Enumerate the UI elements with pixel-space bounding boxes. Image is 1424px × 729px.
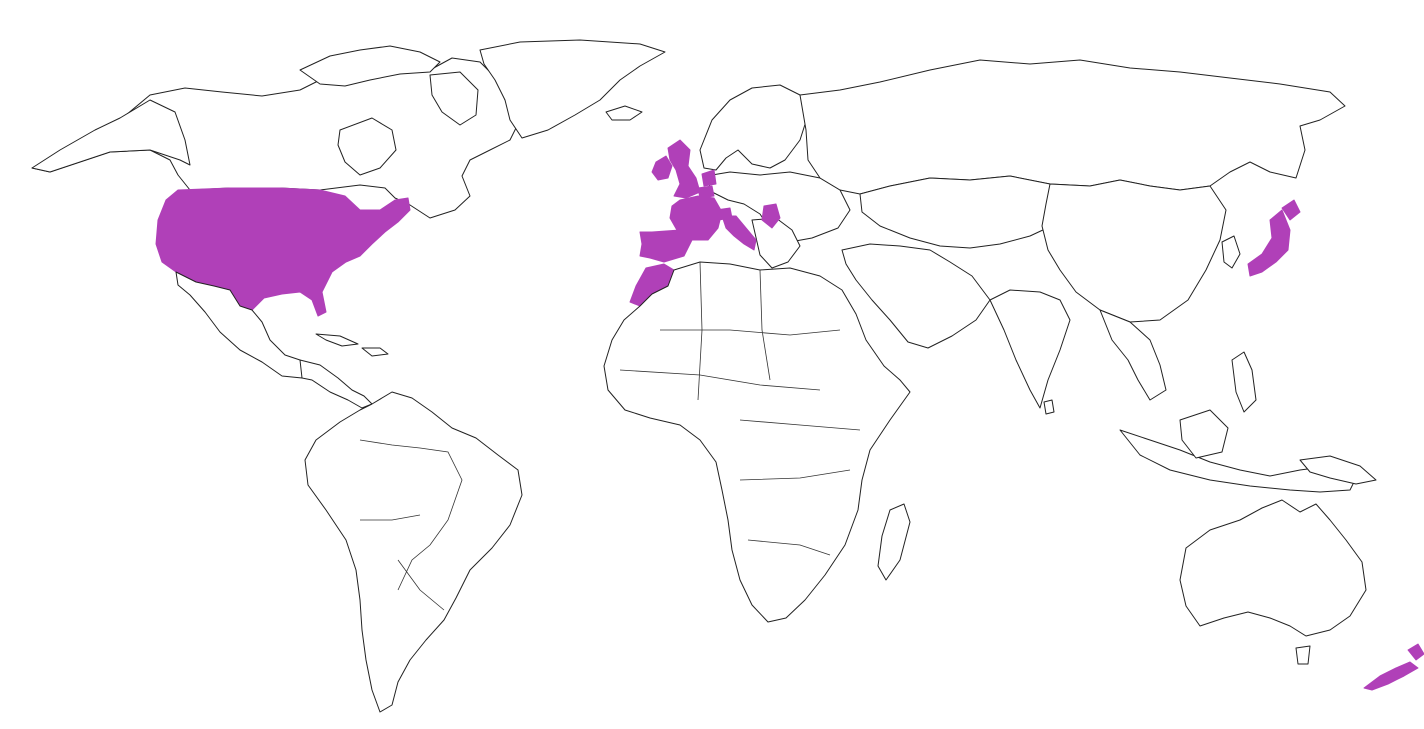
hudson-bay: [337, 117, 397, 176]
brazil-border: [359, 439, 463, 611]
south-america: [304, 391, 523, 713]
hispaniola: [361, 347, 389, 357]
serbia: [761, 203, 781, 229]
africa: [603, 261, 911, 623]
russia: [799, 59, 1346, 195]
middle-east: [841, 243, 991, 349]
spain: [649, 229, 693, 263]
italy: [721, 215, 757, 251]
alaska: [31, 99, 191, 173]
korea: [1221, 235, 1241, 269]
canada: [31, 57, 521, 219]
tasmania: [1295, 645, 1311, 665]
netherlands: [701, 169, 717, 187]
united-kingdom: [667, 139, 701, 199]
japan: [1247, 209, 1291, 277]
portugal: [639, 231, 655, 259]
southeast-asia: [1099, 309, 1167, 401]
sri-lanka: [1043, 399, 1055, 415]
africa-borders: [619, 261, 861, 556]
new-zealand-north: [1407, 643, 1424, 661]
hokkaido: [1281, 199, 1301, 221]
greenland: [479, 39, 666, 139]
philippines: [1231, 351, 1257, 413]
australia: [1179, 499, 1367, 637]
india: [989, 289, 1071, 409]
scandinavia: [699, 84, 809, 171]
iceland: [605, 105, 643, 121]
central-america: [299, 359, 373, 409]
baffin-island: [429, 71, 479, 126]
new-zealand: [1363, 661, 1419, 691]
cuba: [315, 333, 359, 347]
arctic-islands: [299, 45, 441, 87]
china: [1041, 179, 1227, 323]
borneo: [1179, 409, 1229, 459]
belgium: [697, 185, 715, 199]
eastern-europe: [705, 171, 851, 243]
ireland: [651, 155, 673, 181]
madagascar: [877, 503, 911, 581]
central-asia: [859, 175, 1071, 249]
new-guinea: [1299, 455, 1377, 485]
france: [669, 195, 723, 241]
